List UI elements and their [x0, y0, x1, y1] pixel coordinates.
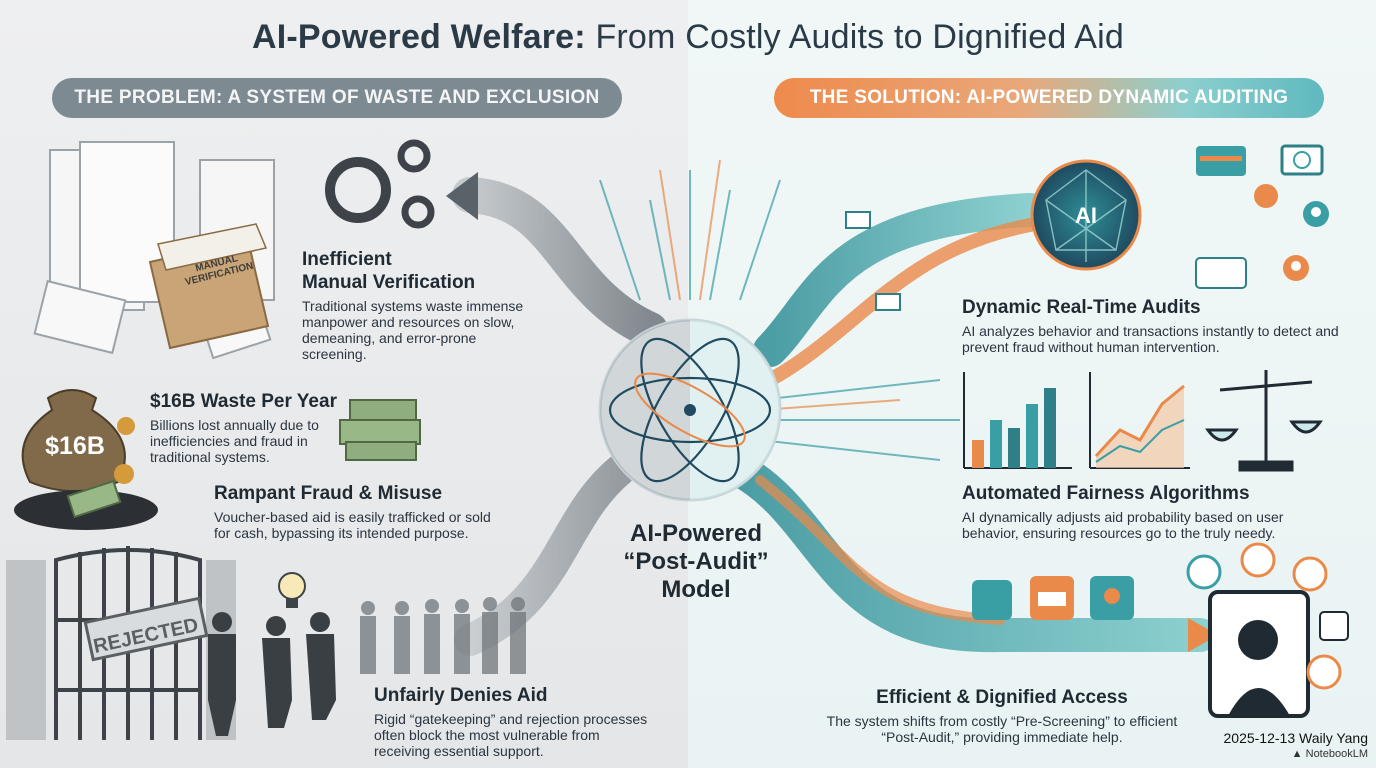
location-pin-icon-2: [1283, 255, 1309, 281]
orange-arrow-head: [1188, 618, 1218, 652]
notebooklm-brand-text: NotebookLM: [1305, 748, 1368, 760]
solution-item-title: Efficient & Dignified Access: [876, 687, 1128, 708]
ai-network-icon: [1030, 159, 1142, 271]
solution-item-title: Dynamic Real-Time Audits: [962, 297, 1201, 318]
gear-icon: [325, 139, 435, 229]
folder-icon: [148, 223, 270, 350]
solution-header: THE SOLUTION: AI-POWERED DYNAMIC AUDITIN…: [774, 78, 1324, 118]
problem-item-fraud: Rampant Fraud & Misuse Voucher-based aid…: [214, 482, 514, 541]
solution-item-real-time-audits: Dynamic Real-Time Audits AI analyzes beh…: [962, 296, 1352, 355]
problem-item-title: $16B Waste Per Year: [150, 391, 337, 412]
card-icon-2: [1195, 257, 1247, 289]
bar-chart-icon: [963, 372, 1072, 469]
credit-line: 2025-12-13 Waily Yang: [1223, 730, 1369, 746]
laptop-icon: [1280, 144, 1324, 176]
tablet-person-icon: [1208, 590, 1310, 718]
solution-item-title: Automated Fairness Algorithms: [962, 483, 1250, 504]
cash-stack-icon: [66, 399, 421, 519]
solution-item-fairness: Automated Fairness Algorithms AI dynamic…: [962, 482, 1362, 541]
problem-item-text: Rigid “gatekeeping” and rejection proces…: [374, 711, 648, 759]
envelope-icon: [845, 211, 901, 311]
people-silhouettes-icon: [208, 612, 336, 736]
central-network-globe: [598, 318, 782, 502]
problem-item-text: Voucher-based aid is easily trafficked o…: [214, 509, 491, 541]
queue-silhouettes: [360, 597, 526, 674]
solution-item-text: The system shifts from costly “Pre-Scree…: [826, 713, 1178, 745]
problem-item-title: Inefficient Manual Verification: [302, 249, 476, 293]
problem-item-waste: $16B Waste Per Year Billions lost annual…: [150, 390, 350, 465]
balance-scale-icon: [1205, 370, 1323, 472]
pin-tile-icon: [1090, 576, 1134, 620]
heart-icon: [1292, 556, 1342, 690]
dollar-tile-icon: [972, 580, 1012, 620]
problem-item-text: Billions lost annually due to inefficien…: [150, 417, 319, 465]
home-icon: [1186, 554, 1222, 590]
notebooklm-brand: ▲ NotebookLM: [1291, 748, 1368, 760]
center-model-label: AI-Powered “Post-Audit” Model: [623, 520, 769, 603]
solution-item-dignified-access: Efficient & Dignified Access The system …: [822, 686, 1182, 745]
card-icon: [1196, 146, 1246, 176]
lightbulb-icon: [278, 572, 306, 608]
page-title-bold: AI-Powered Welfare:: [251, 18, 586, 56]
money-bag-label: $16B: [45, 432, 105, 460]
credit: 2025-12-13 Waily Yang ▲ NotebookLM: [1224, 730, 1369, 760]
circuit-lines: [599, 170, 960, 461]
card-tile-icon: [1030, 576, 1074, 620]
problem-item-title: Rampant Fraud & Misuse: [214, 483, 443, 504]
page-title-rest: From Costly Audits to Dignified Aid: [585, 18, 1124, 56]
problem-item-denies-aid: Unfairly Denies Aid Rigid “gatekeeping” …: [374, 684, 664, 759]
solution-item-text: AI analyzes behavior and transactions in…: [962, 323, 1339, 355]
problem-item-text: Traditional systems waste immense manpow…: [302, 298, 524, 362]
problem-item-manual-verification: Inefficient Manual Verification Traditio…: [302, 248, 552, 362]
line-chart-icon: [1089, 372, 1190, 469]
food-icon: [1240, 542, 1276, 578]
solution-item-text: AI dynamically adjusts aid probability b…: [962, 509, 1284, 541]
gray-arrow-head: [446, 172, 478, 220]
medical-kit-icon: [1319, 611, 1349, 641]
circuit-lines-orange: [659, 159, 901, 411]
problem-item-title: Unfairly Denies Aid: [374, 685, 548, 706]
page-title: AI-Powered Welfare: From Costly Audits t…: [0, 18, 1376, 57]
dollar-icon: [1254, 184, 1278, 208]
ai-orb-label: AI: [1075, 203, 1097, 228]
location-pin-icon: [1303, 201, 1329, 227]
problem-header: THE PROBLEM: A SYSTEM OF WASTE AND EXCLU…: [52, 78, 622, 118]
teal-flow-paths: [723, 193, 1217, 653]
